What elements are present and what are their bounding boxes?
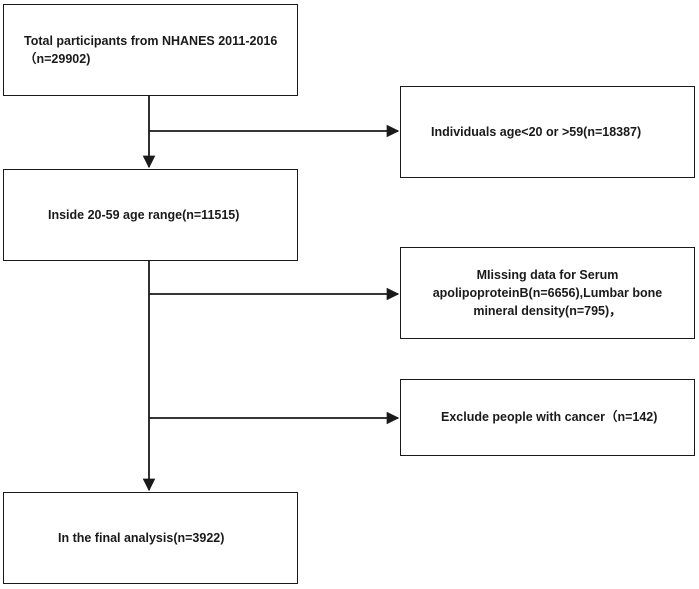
step-final-analysis: In the final analysis(n=3922): [3, 492, 298, 584]
step-total-participants: Total participants from NHANES 2011-2016…: [3, 4, 298, 96]
exclusion-age-label: Individuals age<20 or >59(n=18387): [431, 124, 642, 139]
exclusion-missing-data: MIissing data for Serum apolipoproteinB(…: [400, 247, 695, 339]
exclusion-cancer: Exclude people with cancer（n=142): [400, 379, 695, 456]
step-total-participants-label: Total participants from NHANES 2011-2016…: [24, 33, 278, 66]
step-age-range: Inside 20-59 age range(n=11515): [3, 169, 298, 261]
step-final-analysis-label: In the final analysis(n=3922): [58, 530, 225, 545]
exclusion-missing-data-label: MIissing data for Serum apolipoproteinB(…: [432, 267, 663, 319]
exclusion-cancer-label: Exclude people with cancer（n=142): [441, 410, 658, 425]
step-age-range-label: Inside 20-59 age range(n=11515): [48, 207, 240, 222]
exclusion-age: Individuals age<20 or >59(n=18387): [400, 86, 695, 178]
